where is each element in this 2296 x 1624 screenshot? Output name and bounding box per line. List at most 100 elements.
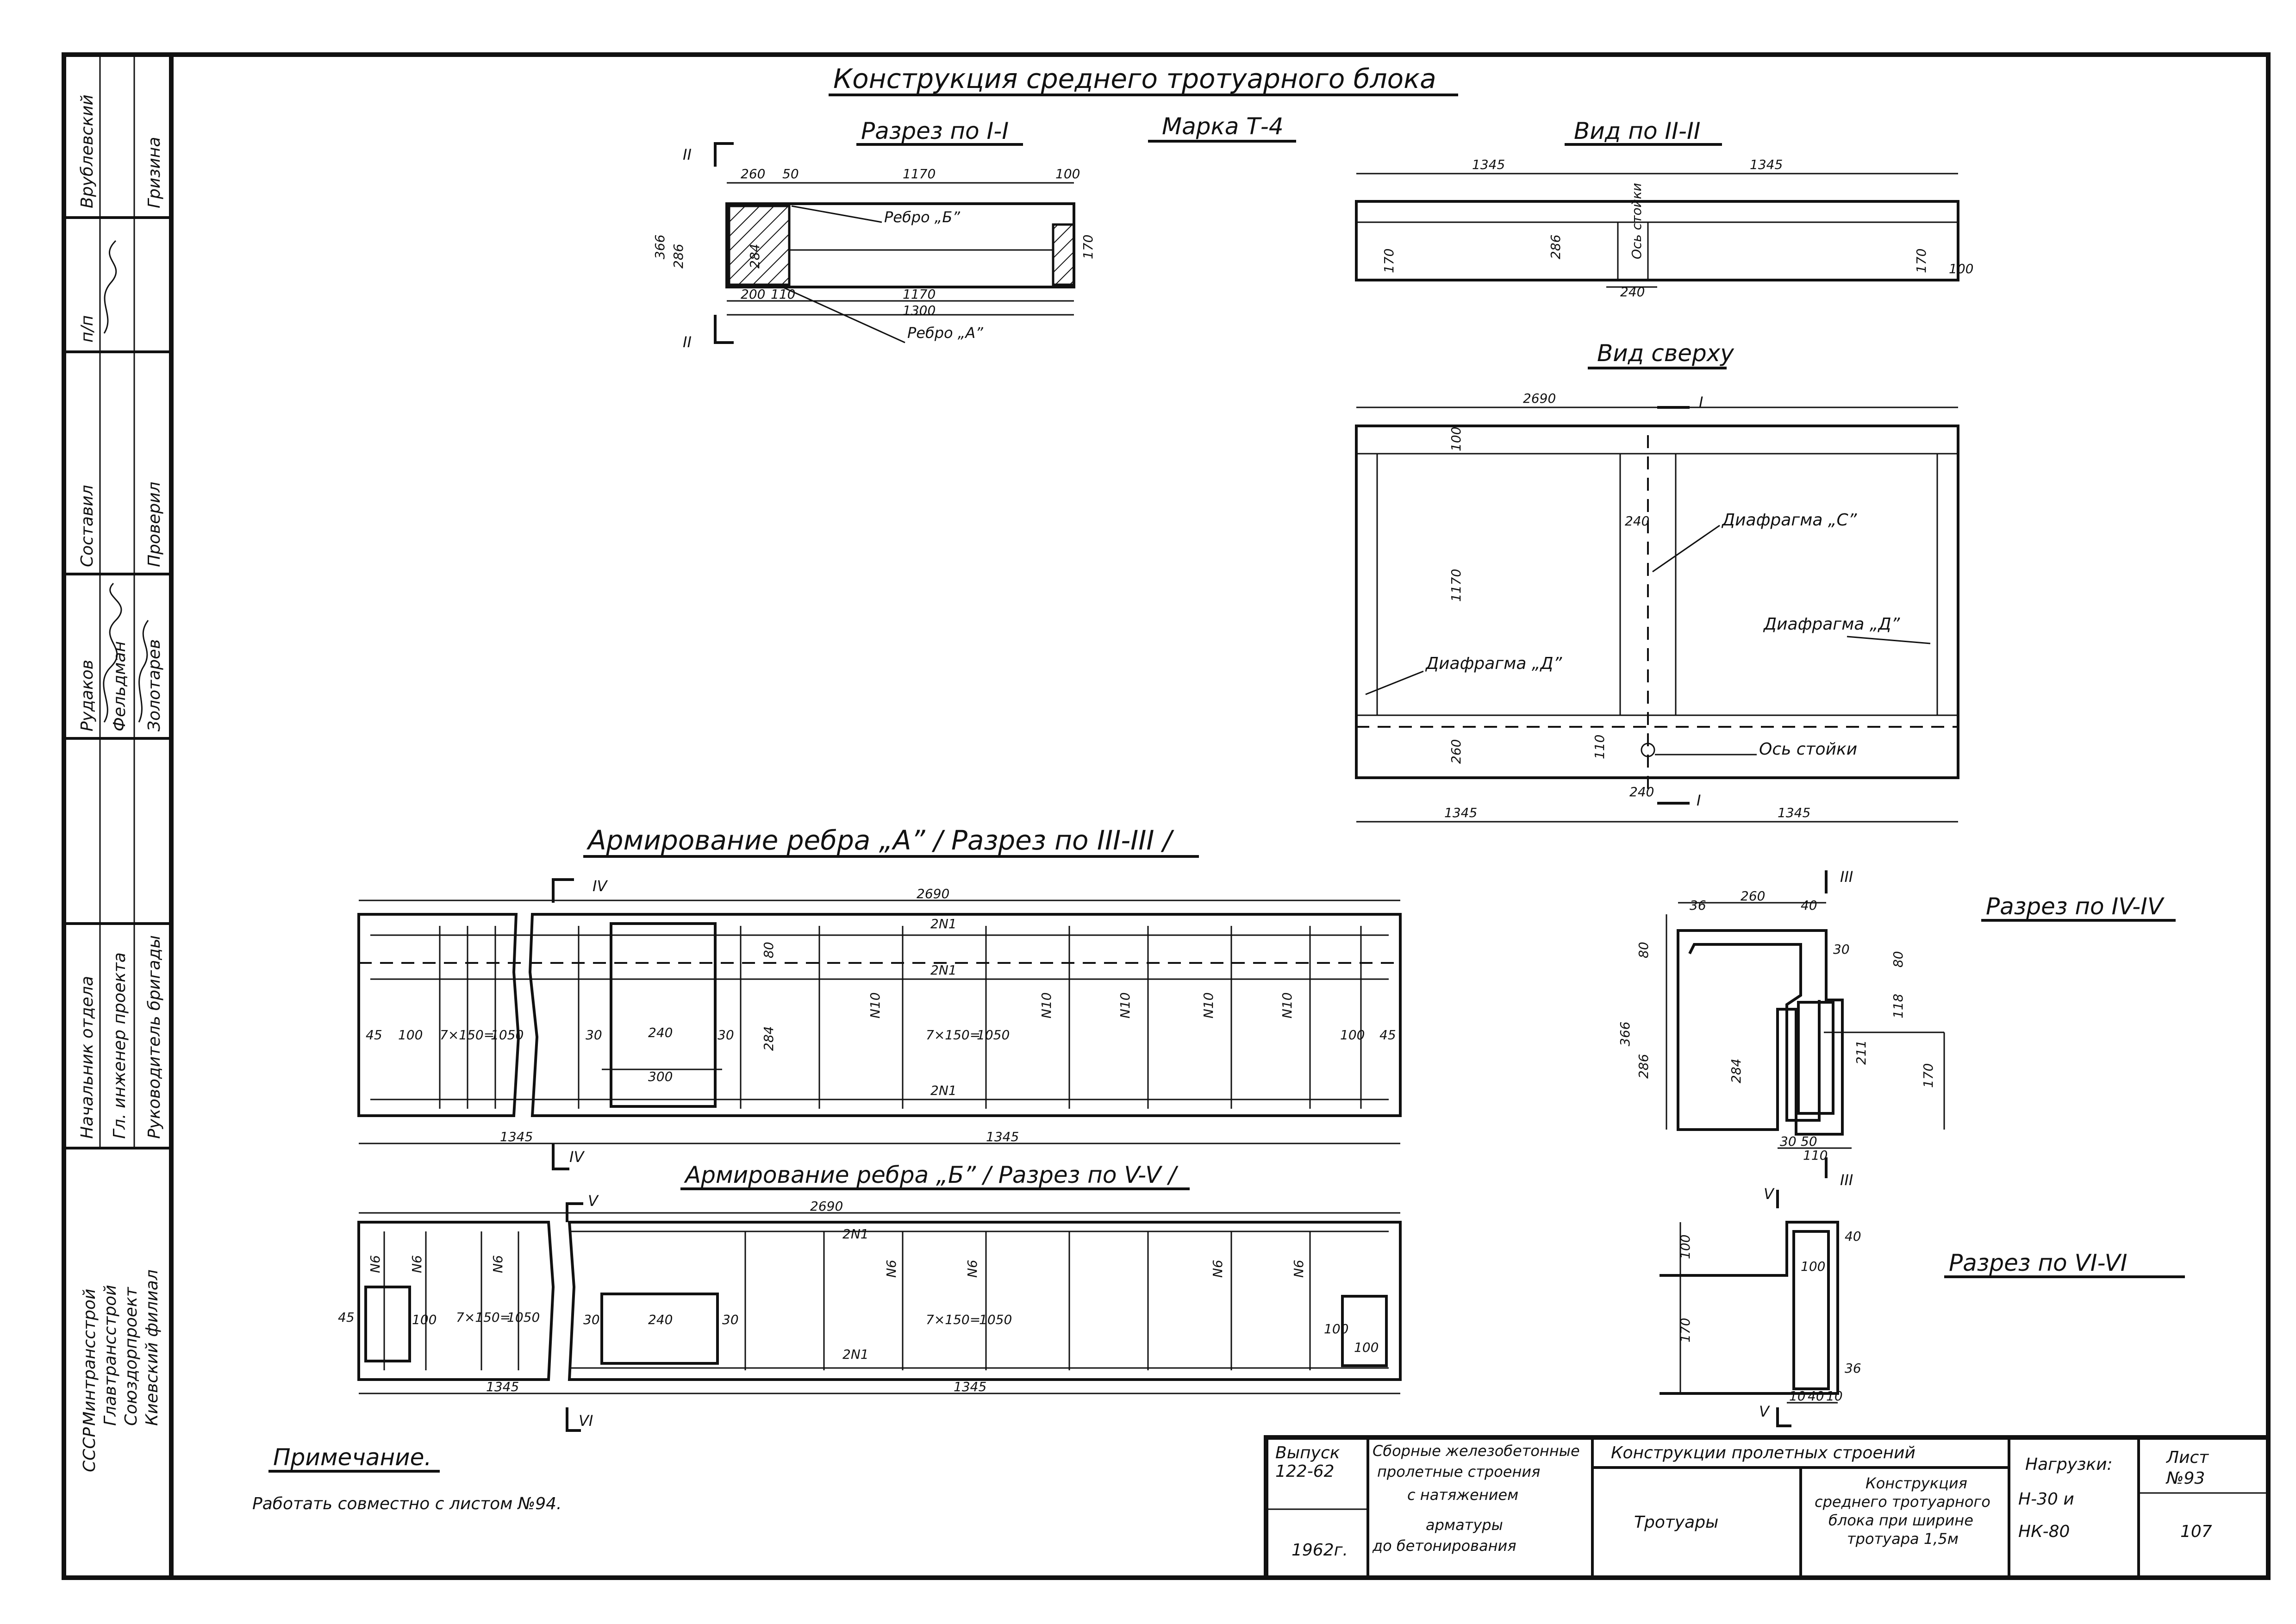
diaphragm-cage-a: [610, 922, 717, 1108]
tb-desc-4: арматуры: [1426, 1516, 1503, 1534]
tb-page-no: 107: [2180, 1522, 2212, 1541]
dim-366-s4: 366: [1617, 1022, 1633, 1046]
name-grizina: Гризина: [145, 137, 164, 208]
dim-200: 200: [741, 287, 765, 302]
dim-118-s4: 118: [1890, 994, 1906, 1018]
tb-issue-label: Выпуск: [1275, 1443, 1340, 1462]
n6-b-2: N6: [409, 1255, 424, 1273]
dim-1050-a-l: 1050: [491, 1027, 524, 1043]
dim-100-top: 100: [1448, 427, 1464, 451]
dim-2n1-a-bot: 2N1: [930, 1083, 957, 1098]
label-os-stoiki-v: Ось стойки: [1629, 183, 1644, 259]
section-4-4-title: Разрез по IV-IV: [1986, 893, 2165, 920]
dim-2n1-b-bot: 2N1: [842, 1347, 869, 1362]
dim-30-b-l: 30: [583, 1312, 600, 1327]
signature-1: [103, 582, 122, 723]
dim-286-v2: 286: [1548, 235, 1563, 259]
cage-b-left: [364, 1286, 411, 1362]
stirrups-a: [439, 926, 1362, 1109]
n6-b-1: N6: [368, 1255, 383, 1273]
dim-110: 110: [771, 287, 795, 302]
dim-7x150-a-l: 7×150=: [440, 1027, 494, 1043]
dim-300-a: 300: [648, 1069, 673, 1084]
cut-mark-vi-bot: VI: [579, 1412, 593, 1430]
dim-1170: 1170: [903, 166, 936, 181]
tb-content-2: среднего тротуарного: [1815, 1493, 1990, 1511]
label-diaphragm-d-right: Диафрагма „Д”: [1763, 615, 1900, 634]
dim-7x150-a-r: 7×150=: [926, 1027, 980, 1043]
dim-260-top: 260: [1448, 739, 1464, 764]
dim-110-top: 110: [1592, 735, 1607, 759]
dim-1050-a-r: 1050: [977, 1027, 1010, 1043]
tb-desc-2: пролетные строения: [1377, 1463, 1540, 1480]
n6-b-5: N6: [965, 1260, 980, 1278]
dim-1345-l: 1345: [1472, 157, 1505, 172]
name-sostavil: Составил: [78, 485, 97, 567]
dim-45-a-r: 45: [1379, 1027, 1396, 1043]
mark-title: Марка Т-4: [1162, 113, 1284, 140]
n6-b-3: N6: [490, 1255, 505, 1273]
cut-mark-iii-bot: III: [1840, 1171, 1853, 1189]
rib-b-right-part: [568, 1221, 1402, 1381]
dim-50-s4-b: 50: [1801, 1134, 1817, 1149]
dim-1345-a-r: 1345: [986, 1129, 1019, 1144]
section-6-6-cage: [1792, 1230, 1830, 1390]
tb-section: Конструкции пролетных строений: [1611, 1443, 1915, 1462]
n6-b-4: N6: [884, 1260, 899, 1278]
view-2-2-title: Вид по II-II: [1574, 118, 1700, 144]
view-2-2: Вид по II-II 1345 1345 240 100 170 286 1…: [1355, 118, 1973, 300]
outer-frame: [62, 52, 2271, 1580]
dim-80-s4: 80: [1636, 942, 1651, 958]
dim-2690-a: 2690: [917, 886, 949, 901]
rib-a-hatched: [728, 205, 791, 286]
dim-284: 284: [747, 244, 762, 269]
tb-content-3: блока при ширине: [1828, 1512, 1973, 1529]
tb-sheet-label: Лист: [2165, 1448, 2209, 1467]
name-rudakov: Рудаков: [78, 660, 97, 731]
label-rebro-b: Ребро „Б”: [884, 208, 960, 226]
dim-1170b: 1170: [903, 287, 936, 302]
cage-b-right: [1341, 1295, 1388, 1367]
dim-100-b-r2: 100: [1354, 1340, 1379, 1355]
title-block: Выпуск 122-62 1962г. Сборные железобетон…: [1264, 1435, 2271, 1580]
cut-mark-ii-bot: II: [683, 333, 692, 351]
rib-b-reinforcement: Армирование ребра „Б” / Разрез по V-V / …: [338, 1162, 1402, 1432]
tb-issue-no: 122-62: [1275, 1462, 1335, 1481]
note: Примечание. Работать совместно с листом …: [252, 1444, 562, 1513]
sign-pp: п/п: [78, 315, 97, 343]
label-diaphragm-c: Диафрагма „С”: [1721, 511, 1857, 530]
tb-content-1: Конструкция: [1866, 1474, 1967, 1492]
dim-100-s6: 100: [1678, 1235, 1693, 1259]
cut-mark-iii-top: III: [1840, 868, 1853, 886]
diaphragm-cage-b: [600, 1293, 719, 1365]
dim-240-top: 240: [1629, 784, 1654, 800]
dim-100-a-l: 100: [398, 1027, 423, 1043]
dim-1050-b-l: 1050: [507, 1310, 540, 1325]
dim-30-a-r: 30: [718, 1027, 734, 1043]
dim-100-v2: 100: [1949, 261, 1973, 276]
dim-260: 260: [741, 166, 765, 181]
section-6-6-outline: [1660, 1221, 1839, 1395]
dim-36-s6: 36: [1845, 1361, 1861, 1376]
rib-a-left-part: [357, 913, 520, 1117]
view-top-title: Вид сверху: [1597, 340, 1734, 367]
section-4-4: Разрез по IV-IV 260 36 40 30 366 286 80 …: [1617, 868, 2176, 1189]
cut-mark-v-top: V: [588, 1192, 599, 1210]
dim-80-a: 80: [761, 942, 776, 958]
dim-240-b: 240: [648, 1312, 673, 1327]
rib-a-right-part: [528, 913, 1402, 1117]
dim-170-s6: 170: [1678, 1318, 1693, 1343]
dim-2n1-a-top: 2N1: [930, 916, 957, 931]
dim-170: 170: [1080, 235, 1096, 259]
dim-1345-top-r: 1345: [1778, 805, 1810, 820]
section-1-1-title: Разрез по I-I: [861, 118, 1009, 144]
dim-286-s4: 286: [1636, 1054, 1651, 1079]
dim-40-s4: 40: [1801, 898, 1817, 913]
cut-mark-ii-top: II: [683, 146, 692, 163]
signature-2: [138, 620, 149, 723]
dim-284-s4: 284: [1728, 1059, 1744, 1083]
dim-30-a-l: 30: [586, 1027, 602, 1043]
tb-year: 1962г.: [1292, 1541, 1348, 1560]
tb-subject: Тротуары: [1634, 1513, 1718, 1532]
tb-desc-1: Сборные железобетонные: [1373, 1442, 1580, 1460]
